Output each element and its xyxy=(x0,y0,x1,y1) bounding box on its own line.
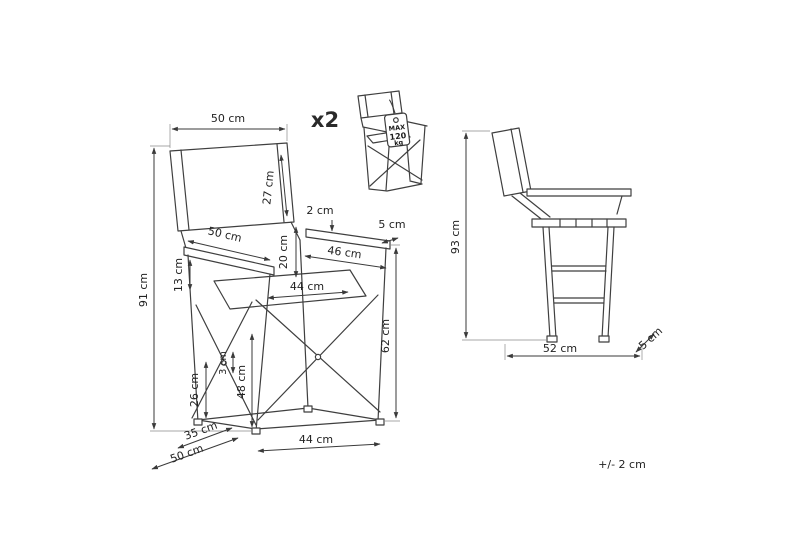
side-stretchers xyxy=(551,265,607,304)
front-legs xyxy=(187,239,387,432)
side-backrest xyxy=(491,127,532,197)
dim-top-width: 50 cm xyxy=(211,112,245,125)
front-bottom-rails xyxy=(197,407,381,430)
dim-seat-height: 48 cm xyxy=(235,365,248,399)
dimline-base-depth xyxy=(151,437,239,470)
dim-backrest-to-armrest: 20 cm xyxy=(277,235,290,269)
side-view-drawing xyxy=(491,127,632,343)
tag-string xyxy=(388,99,396,114)
dim-armrest-span: 46 cm xyxy=(327,244,363,262)
dim-base-width: 44 cm xyxy=(299,433,333,446)
tag-line-kg: kg xyxy=(394,138,404,147)
tag-hole xyxy=(393,117,399,123)
side-view-dimensions: 93 cm 52 cm 5 cm xyxy=(449,130,665,360)
ext-armrest-height xyxy=(384,244,400,422)
dim-armrest-width: 5 cm xyxy=(378,218,405,231)
dim-armrest-height: 62 cm xyxy=(379,319,392,353)
front-foot-rr xyxy=(303,405,313,413)
front-left-armrest xyxy=(183,246,275,276)
dim-side-foot-depth: 5 cm xyxy=(636,324,665,352)
side-legs xyxy=(542,226,615,339)
dim-side-depth: 52 cm xyxy=(543,342,577,355)
tag-line-max: MAX xyxy=(388,123,405,133)
dim-armrest-length: 50 cm xyxy=(207,224,243,244)
tolerance-note: +/- 2 cm xyxy=(598,458,646,471)
side-foot-front xyxy=(598,335,610,343)
side-armrest-support xyxy=(616,195,623,215)
front-right-armrest xyxy=(305,228,391,250)
dimline-seat-front-width xyxy=(267,290,349,300)
side-armrest xyxy=(526,188,632,197)
front-view-drawing xyxy=(169,142,391,435)
front-foot-fr xyxy=(375,418,385,426)
side-seat-rail xyxy=(531,218,627,228)
quantity-group: x2 MAX 120 kg xyxy=(311,90,428,192)
dim-frame-thickness: 3 cm xyxy=(218,351,229,375)
dimline-armrest-span xyxy=(304,254,387,270)
side-seat-slats xyxy=(559,218,608,228)
tag-body xyxy=(383,112,411,148)
dim-seat-to-armrest: 13 cm xyxy=(172,258,185,292)
max-weight-tag: MAX 120 kg xyxy=(383,99,411,148)
ext-top-width xyxy=(169,124,288,148)
dim-leg-clearance: 26 cm xyxy=(188,373,201,407)
dim-seat-front-width: 44 cm xyxy=(290,280,324,293)
front-pivot-left xyxy=(221,360,227,366)
side-back-post xyxy=(511,192,551,223)
side-foot-rear xyxy=(546,335,558,343)
quantity-label: x2 xyxy=(311,108,339,132)
front-foot-rl xyxy=(193,418,203,426)
dimline-backrest-height xyxy=(279,154,289,217)
dim-backrest-height: 27 cm xyxy=(260,170,277,205)
dim-armrest-thickness: 2 cm xyxy=(306,204,333,217)
front-pivot-right xyxy=(314,353,322,361)
front-backrest-panel xyxy=(169,142,295,232)
ext-side-height xyxy=(462,130,548,341)
dimline-armrest-width xyxy=(381,237,399,244)
dim-base-depth: 50 cm xyxy=(168,442,205,466)
tag-line-120: 120 xyxy=(389,131,407,142)
dimline-side-foot-depth xyxy=(635,333,655,353)
dim-side-height: 93 cm xyxy=(449,220,462,254)
front-foot-fl xyxy=(251,427,261,435)
dim-total-height: 91 cm xyxy=(137,273,150,307)
side-backrest-sleeve xyxy=(510,128,524,193)
dimline-base-width xyxy=(257,442,381,453)
dimline-armrest-length xyxy=(187,240,271,261)
